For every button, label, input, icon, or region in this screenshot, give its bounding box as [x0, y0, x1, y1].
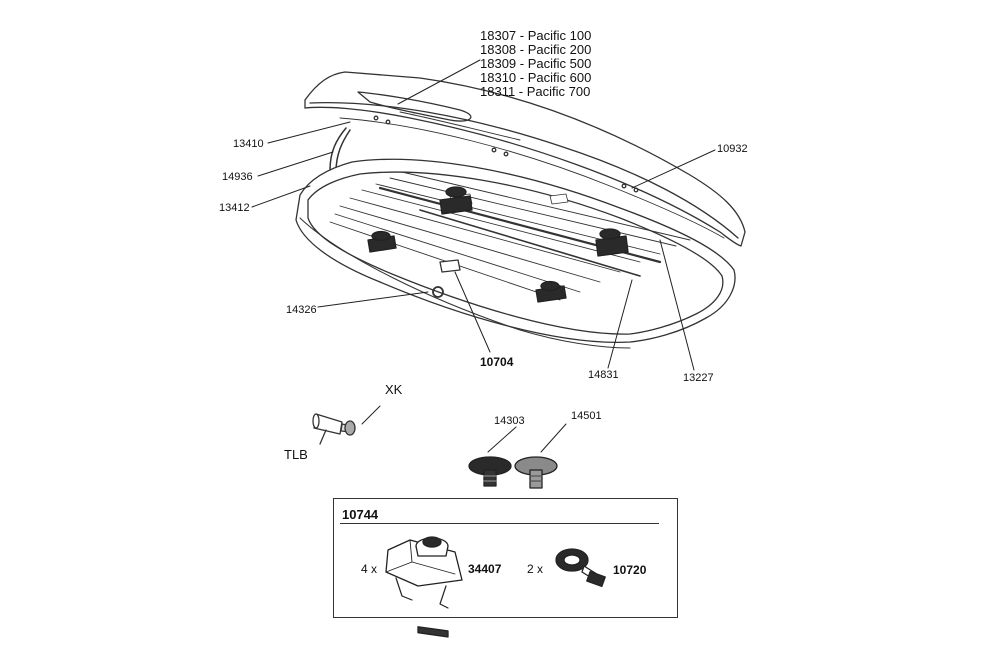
lid	[304, 71, 746, 247]
knob-34407-icon	[385, 536, 463, 638]
model-line: 18307 - Pacific 100	[480, 28, 592, 43]
part-label-14831: 14831	[588, 369, 619, 381]
part-label-10932: 10932	[717, 143, 748, 155]
part-label-14326: 14326	[286, 304, 317, 316]
kit-part-knob: 34407	[468, 562, 502, 576]
model-line: 18309 - Pacific 500	[480, 56, 592, 71]
leader-lines	[251, 59, 716, 453]
clip-14303-icon	[468, 456, 512, 487]
part-label-tlb: TLB	[284, 447, 308, 462]
kit-qty-strap: 2 x	[527, 562, 544, 576]
kit-qty-knob: 4 x	[361, 562, 378, 576]
lock-cylinder-icon	[312, 413, 356, 445]
part-label-14303: 14303	[494, 415, 525, 427]
kit-box: 10744 4 x 34407 2 x 10720	[333, 498, 678, 618]
part-label-13227: 13227	[683, 372, 714, 384]
model-line: 18308 - Pacific 200	[480, 42, 592, 57]
clip-14501-icon	[514, 456, 558, 489]
kit-title: 10744	[342, 507, 379, 522]
o-ring	[432, 286, 444, 298]
kit-part-strap: 10720	[613, 563, 647, 577]
part-label-14936: 14936	[222, 171, 253, 183]
kit-divider	[340, 523, 659, 524]
model-list: 18307 - Pacific 100 18308 - Pacific 200 …	[480, 29, 591, 99]
part-label-xk: XK	[385, 382, 403, 397]
part-label-10704: 10704	[480, 355, 514, 369]
model-line: 18311 - Pacific 700	[480, 84, 591, 99]
strap-10720-icon	[555, 548, 606, 588]
tray-knobs	[367, 186, 629, 303]
part-label-13410: 13410	[233, 138, 264, 150]
model-line: 18310 - Pacific 600	[480, 70, 592, 85]
part-label-14501: 14501	[571, 410, 602, 422]
part-label-13412: 13412	[219, 202, 250, 214]
